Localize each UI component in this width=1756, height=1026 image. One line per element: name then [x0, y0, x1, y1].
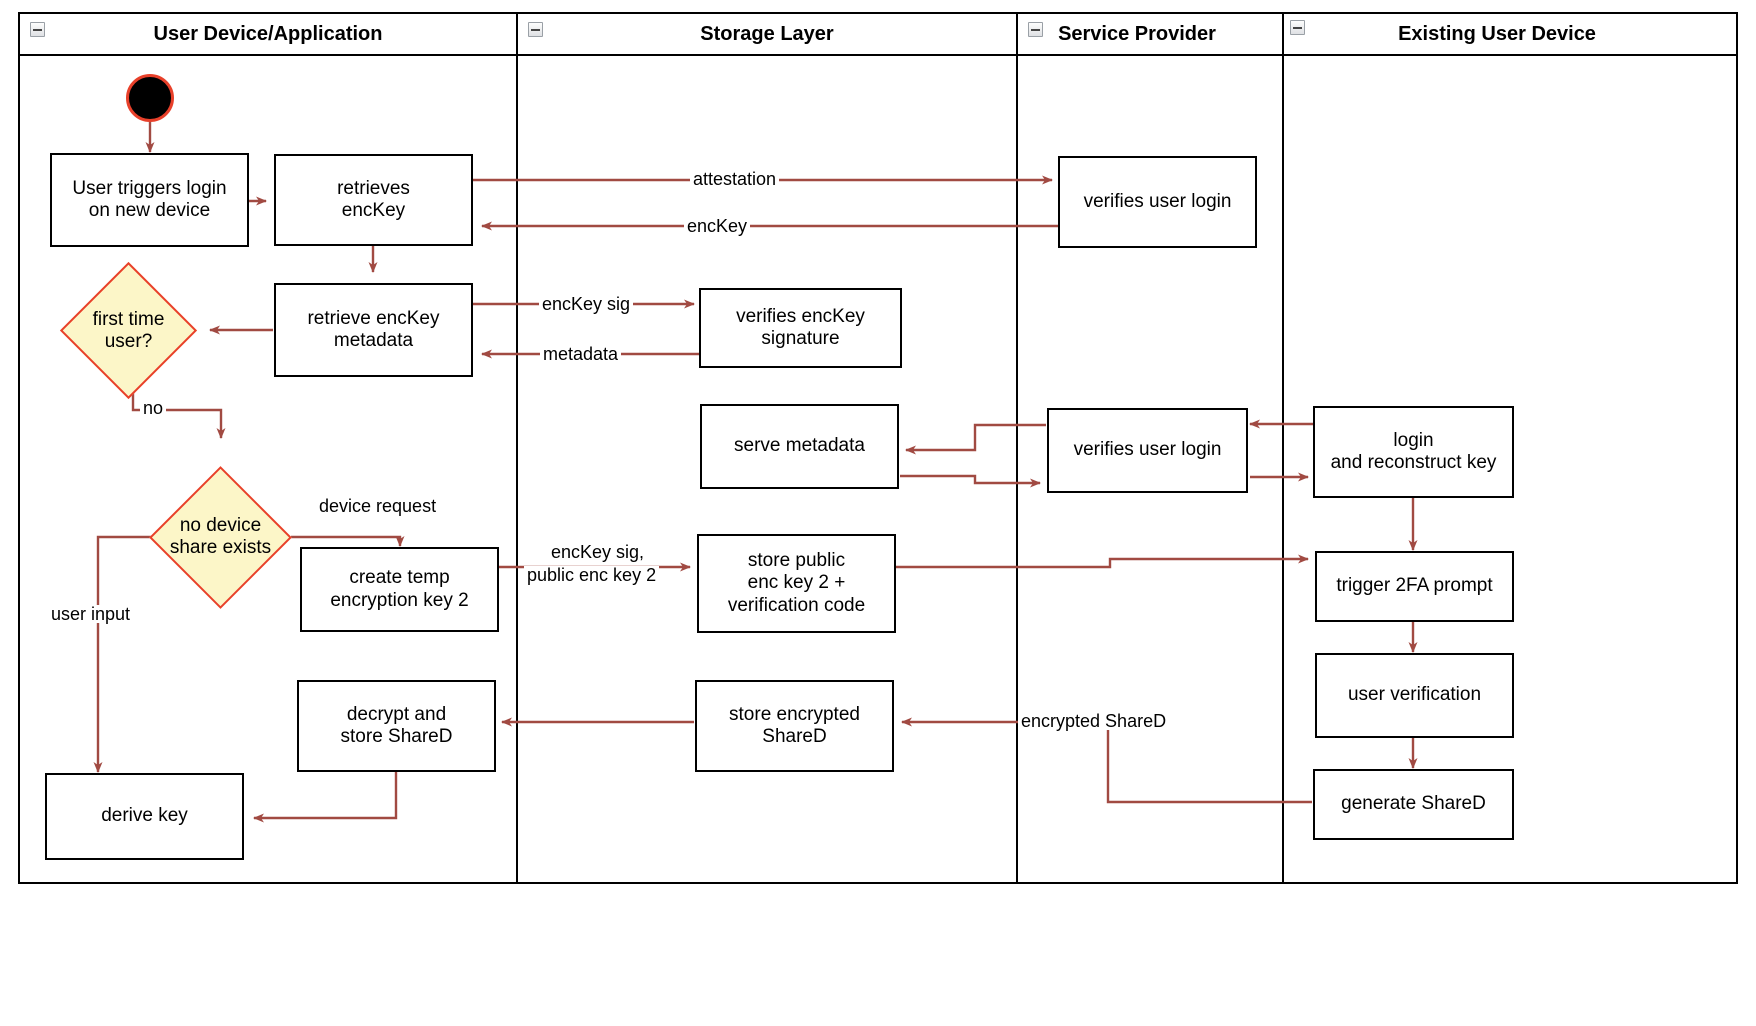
node-user-verification[interactable]: user verification	[1315, 653, 1514, 738]
lane-divider-2	[1016, 12, 1018, 884]
node-trigger-2fa-prompt[interactable]: trigger 2FA prompt	[1315, 551, 1514, 622]
edge-label-enckey-sig: encKey sig	[539, 295, 634, 313]
edge-label-enckey-sig-public-enc-key-2-line2: public enc key 2	[524, 566, 660, 584]
edge-label-user-input: user input	[48, 605, 134, 623]
lane-divider-3	[1282, 12, 1284, 884]
node-verifies-user-login-top[interactable]: verifies user login	[1058, 156, 1257, 248]
node-retrieves-enckey[interactable]: retrieves encKey	[274, 154, 473, 246]
node-verifies-user-login-mid[interactable]: verifies user login	[1047, 408, 1248, 493]
lane-title-service-provider: Service Provider	[1058, 22, 1216, 45]
edge-label-enckey: encKey	[684, 217, 751, 235]
node-verifies-enckey-signature[interactable]: verifies encKey signature	[699, 288, 902, 368]
node-store-public-enc-key-2[interactable]: store public enc key 2 + verification co…	[697, 534, 896, 633]
edge-label-metadata: metadata	[540, 345, 622, 363]
lane-title-storage-layer: Storage Layer	[700, 22, 834, 45]
edge-serve-metadata-in	[905, 423, 1046, 455]
lane-header-service-provider[interactable]: Service Provider	[1018, 12, 1256, 56]
node-decrypt-and-store-shared[interactable]: decrypt and store ShareD	[297, 680, 496, 772]
minus-box-icon-service-provider[interactable]	[1028, 22, 1043, 37]
edge-label-encrypted-shared: encrypted ShareD	[1018, 712, 1170, 730]
node-serve-metadata[interactable]: serve metadata	[700, 404, 899, 489]
minus-box-icon-user-device[interactable]	[30, 22, 45, 37]
lane-header-existing-user-device[interactable]: Existing User Device	[1258, 12, 1736, 56]
node-retrieve-enckey-metadata[interactable]: retrieve encKey metadata	[274, 283, 473, 377]
lane-title-user-device: User Device/Application	[153, 22, 383, 45]
minus-box-icon-storage-layer[interactable]	[528, 22, 543, 37]
edge-user-input	[93, 535, 152, 773]
lane-header-user-device[interactable]: User Device/Application	[20, 12, 516, 56]
node-derive-key[interactable]: derive key	[45, 773, 244, 860]
node-create-temp-encryption-key-2[interactable]: create temp encryption key 2	[300, 547, 499, 632]
node-login-and-reconstruct-key[interactable]: login and reconstruct key	[1313, 406, 1514, 498]
node-store-encrypted-shared[interactable]: store encrypted ShareD	[695, 680, 894, 772]
edge-serve-metadata-out	[900, 474, 1041, 488]
node-user-triggers-login[interactable]: User triggers login on new device	[50, 153, 249, 247]
minus-box-icon-existing-user-device[interactable]	[1290, 20, 1305, 35]
node-generate-shared[interactable]: generate ShareD	[1313, 769, 1514, 840]
swimlane-header-band	[18, 12, 1738, 56]
start-node	[126, 74, 174, 122]
edge-store-key-to-trigger-2fa	[896, 554, 1309, 569]
edge-label-no: no	[140, 399, 167, 417]
edge-decrypt-to-derive	[253, 772, 398, 823]
edge-label-enckey-sig-public-enc-key-2-line1: encKey sig,	[548, 543, 648, 561]
edge-label-attestation: attestation	[690, 170, 780, 188]
lane-divider-1	[516, 12, 518, 884]
edge-encrypted-shared	[901, 717, 1312, 804]
edge-device-request	[291, 535, 405, 547]
edge-label-device-request: device request	[316, 497, 440, 515]
lane-title-existing-user-device: Existing User Device	[1398, 22, 1596, 45]
lane-header-storage-layer[interactable]: Storage Layer	[518, 12, 1016, 56]
